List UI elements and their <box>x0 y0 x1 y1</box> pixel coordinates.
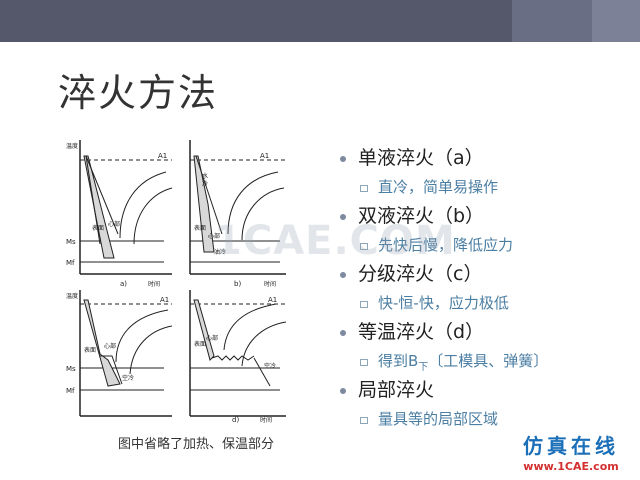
sub-bullet-item: 快-恒-快，应力极低 <box>338 289 628 318</box>
axis-x-label: 时间 <box>260 416 272 424</box>
mf-label: Mf <box>66 387 75 395</box>
bullet-label: 局部淬火 <box>358 379 435 401</box>
sub-bullet-item: 直冷，简单易操作 <box>338 173 628 202</box>
sub-bullet-label: 先快后慢，降低应力 <box>378 236 514 254</box>
bullet-dot-icon <box>340 388 346 394</box>
square-bullet-icon <box>360 243 368 250</box>
bullet-label: 分级淬火（c） <box>358 263 483 285</box>
core-label: 心部 <box>104 342 116 350</box>
sub-bullet-item: 量具等的局部区域 <box>338 405 628 434</box>
bullet-item: 分级淬火（c） <box>338 260 628 289</box>
square-bullet-icon <box>360 417 368 424</box>
square-bullet-icon <box>360 359 368 366</box>
sub-bullet-label: 快-恒-快，应力极低 <box>378 294 509 312</box>
slide-title: 淬火方法 <box>58 71 219 115</box>
top-banner <box>0 0 640 42</box>
a1-label: A1 <box>158 152 167 160</box>
sub-bullet-label: 量具等的局部区域 <box>378 410 499 428</box>
bullet-list: 单液淬火（a） 直冷，简单易操作 双液淬火（b） 先快后慢，降低应力 分级淬火（… <box>338 144 628 434</box>
square-bullet-icon <box>360 185 368 192</box>
core-label: 心部 <box>206 334 218 342</box>
site-logo: 仿真在线 www.1CAE.com <box>512 430 630 473</box>
ms-label: Ms <box>66 238 76 246</box>
bullet-label: 等温淬火（d） <box>358 321 485 343</box>
bullet-dot-icon <box>340 330 346 336</box>
bullet-dot-icon <box>340 214 346 220</box>
panel-c: 温度 A1 Ms Mf 表面 心部 空冷 <box>66 290 173 417</box>
ms-label: Ms <box>66 365 76 373</box>
panel-tag: a) <box>120 280 127 288</box>
core-label: 心部 <box>108 220 120 228</box>
square-bullet-icon <box>360 301 368 308</box>
panel-tag: d) <box>232 416 239 424</box>
mf-label: Mf <box>66 259 75 267</box>
panel-a: 温度 A1 Ms Mf 表面 心部 a) 时间 <box>66 140 173 288</box>
panel-b: A1 水 冷 表面 心部 油冷 b) 时间 <box>189 140 286 288</box>
bullet-item: 等温淬火（d） <box>338 318 628 347</box>
bullet-item: 双液淬火（b） <box>338 202 628 231</box>
axis-x-label: 时间 <box>148 280 160 288</box>
watermark: 1CAE.COM <box>214 218 456 264</box>
cold-label: 冷 <box>202 180 208 188</box>
bullet-label: 双液淬火（b） <box>358 205 485 227</box>
figure-caption: 图中省略了加热、保温部分 <box>118 437 275 452</box>
panel-d: A1 表面 心部 空冷 d) 时间 <box>189 290 287 424</box>
axis-y-label: 温度 <box>66 142 78 150</box>
sub-bullet-item: 先快后慢，降低应力 <box>338 231 628 260</box>
surface-label: 表面 <box>194 340 206 348</box>
sub-bullet-subscript: 下 <box>418 362 429 373</box>
air-cool-label: 空冷 <box>264 362 276 370</box>
axis-x-label: 时间 <box>264 280 276 288</box>
sub-bullet-prefix: 得到B <box>378 352 419 370</box>
sub-bullet-suffix: 〔工模具、弹簧〕 <box>428 352 549 370</box>
a1-label: A1 <box>160 296 169 304</box>
bullet-dot-icon <box>340 272 346 278</box>
quench-diagram: 温度 A1 Ms Mf 表面 心部 a) 时间 A1 水 冷 表面 心部 油冷 … <box>66 140 287 424</box>
sub-bullet-label: 直冷，简单易操作 <box>378 178 499 196</box>
core-label: 心部 <box>208 232 220 240</box>
bullet-label: 单液淬火（a） <box>358 147 484 169</box>
water-label: 水 <box>202 172 208 180</box>
surface-label: 表面 <box>92 224 104 232</box>
logo-url: www.1CAE.com <box>523 460 619 473</box>
a1-label: A1 <box>268 296 277 304</box>
a1-label: A1 <box>260 152 269 160</box>
surface-label: 表面 <box>84 346 96 354</box>
panel-tag: b) <box>234 280 241 288</box>
logo-title: 仿真在线 <box>523 434 619 458</box>
axis-y-label: 温度 <box>66 292 78 300</box>
bullet-item: 局部淬火 <box>338 376 628 405</box>
banner-accent-light <box>592 0 640 42</box>
oil-cool-label: 油冷 <box>214 248 226 256</box>
sub-bullet-item: 得到B下〔工模具、弹簧〕 <box>338 347 628 376</box>
bullet-item: 单液淬火（a） <box>338 144 628 173</box>
surface-label: 表面 <box>194 224 206 232</box>
bullet-dot-icon <box>340 156 346 162</box>
air-cool-label: 空冷 <box>122 374 134 382</box>
